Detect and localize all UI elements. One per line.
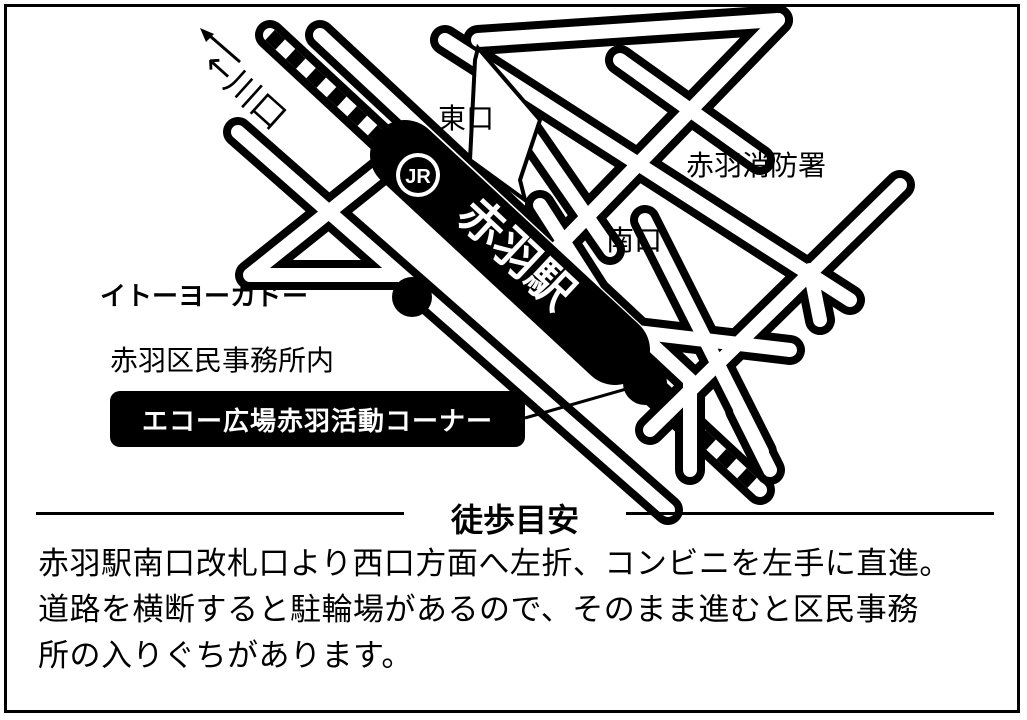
south-exit-label: 南口 — [606, 224, 663, 257]
directions-line-1: 赤羽駅南口改札口より西口方面へ左折、コンビニを左手に直進。 — [38, 546, 951, 582]
walking-guide-header: 徒歩目安 — [36, 495, 994, 539]
east-exit-label: 東口 — [438, 102, 495, 135]
callout-pointer — [524, 383, 641, 420]
fire-station-label: 赤羽消防署 — [686, 149, 827, 182]
ito-yokado-marker — [392, 277, 432, 317]
street-network — [223, 5, 915, 525]
jr-logo-text: JR — [405, 166, 431, 188]
divider-right — [626, 512, 994, 515]
east-exit-plaza — [467, 43, 543, 205]
walking-guide-title: 徒歩目安 — [450, 501, 579, 539]
direction-arrow-icon — [200, 28, 241, 64]
directions-line-3: 所の入りぐちがあります。 — [38, 638, 413, 674]
directions-line-2: 道路を横断すると駐輪場があるので、そのまま進むと区民事務 — [38, 592, 919, 628]
ito-yokado-label: イトーヨーカドー — [100, 282, 309, 312]
callout-label: エコー広場赤羽活動コーナー — [141, 406, 493, 437]
activity-corner-callout: エコー広場赤羽活動コーナー — [110, 391, 525, 447]
activity-corner-marker — [623, 361, 667, 405]
directions-text: 赤羽駅南口改札口より西口方面へ左折、コンビニを左手に直進。 道路を横断すると駐輪… — [38, 541, 1008, 679]
station-building — [370, 120, 650, 385]
office-label: 赤羽区民事務所内 — [110, 344, 335, 377]
divider-left — [36, 512, 404, 515]
jr-logo-icon: JR — [396, 153, 440, 197]
